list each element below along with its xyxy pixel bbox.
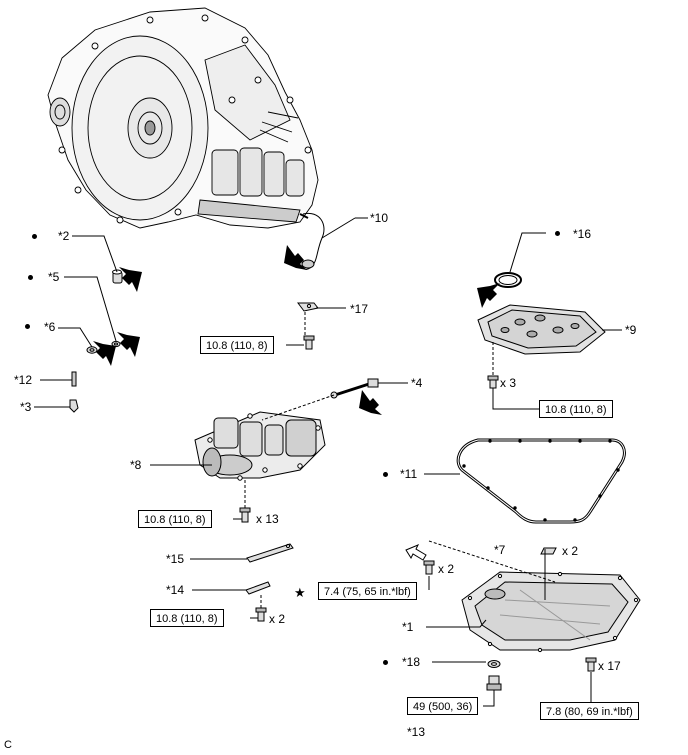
strainer-drawing [477,272,606,389]
torque-spec-9: 10.8 (110, 8) [539,400,613,418]
label-part-9: *9 [625,323,637,337]
label-part-17: *17 [350,302,369,316]
precoated-star: ★ [294,586,306,601]
leader-lines [34,217,622,707]
magnet-7-drawing [540,547,557,555]
torque-spec-8: 10.8 (110, 8) [138,510,212,528]
label-part-10: *10 [370,211,389,225]
label-part-1: *1 [402,620,414,634]
label-part-8: *8 [130,458,142,472]
speed-sensor-wire-drawing [299,212,356,270]
quantity-pan-bolts: x 17 [598,659,621,673]
quantity-8: x 13 [256,512,279,526]
new-part-dot [32,234,37,239]
small-parts-drawing [69,269,123,413]
label-part-2: *2 [58,229,70,243]
torque-spec-valve-bolt: 7.4 (75, 65 in.*lbf) [318,582,417,600]
new-part-dot [555,231,560,236]
torque-spec-17: 10.8 (110, 8) [200,336,274,354]
valve-body-drawing [194,411,326,523]
quantity-7: x 2 [562,544,579,558]
new-part-dot [383,472,388,477]
label-part-5: *5 [48,270,60,284]
label-part-15: *15 [166,552,185,566]
oil-pan-drawing [461,571,641,653]
pan-gasket-drawing [456,438,626,524]
detent-springs-drawing [245,543,294,622]
label-part-16: *16 [573,227,592,241]
label-part-6: *6 [44,320,56,334]
torque-spec-pan: 7.8 (80, 69 in.*lbf) [540,702,639,720]
torque-spec-13: 49 (500, 36) [407,697,479,715]
quantity-14: x 2 [269,612,286,626]
new-part-dot [28,275,33,280]
label-part-13: *13 [407,725,426,739]
label-part-11: *11 [400,467,418,481]
pan-bolts-drawing [423,560,597,672]
pin-4-drawing [330,378,379,399]
label-part-3: *3 [20,400,32,414]
label-part-14: *14 [166,583,185,597]
label-part-7: *7 [494,543,506,557]
white-arrow [405,544,427,561]
corner-code: C [4,739,12,751]
new-part-dot [383,660,388,665]
transaxle-assembly-drawing [47,7,319,229]
label-part-4: *4 [411,376,423,390]
drain-plug-drawing [486,660,502,691]
bracket-17-drawing [297,302,319,350]
black-arrows [93,245,500,415]
label-part-18: *18 [402,655,421,669]
new-part-dot [25,324,30,329]
torque-spec-14: 10.8 (110, 8) [150,609,224,627]
label-part-12: *12 [14,373,33,387]
quantity-9: x 3 [500,376,517,390]
quantity-valve-bolt: x 2 [438,562,455,576]
